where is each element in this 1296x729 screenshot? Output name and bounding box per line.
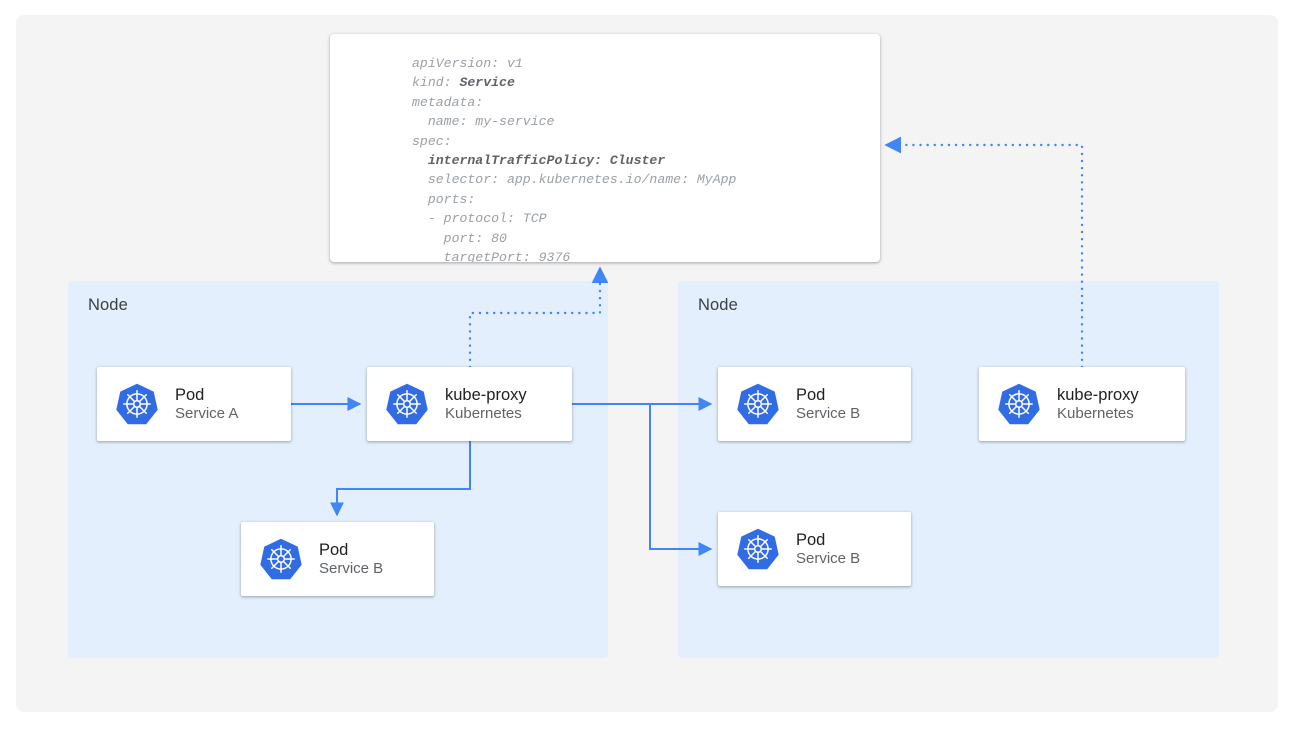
card-pod-service-a[interactable]: Pod Service A bbox=[97, 367, 291, 441]
card-subtitle: Kubernetes bbox=[1057, 404, 1134, 422]
yaml-line-internaltrafficpolicy: internalTrafficPolicy: Cluster bbox=[427, 153, 666, 169]
node-label-right: Node bbox=[698, 296, 738, 314]
node-panel-right: Node bbox=[678, 281, 1219, 658]
node-panel-left: Node bbox=[68, 281, 608, 658]
service-manifest-code: apiVersion: v1 kind: Service metadata: n… bbox=[412, 54, 736, 262]
card-pod-service-b-remote-top[interactable]: Pod Service B bbox=[718, 367, 911, 441]
kubernetes-logo-icon bbox=[385, 382, 429, 426]
kubernetes-logo-icon bbox=[115, 382, 159, 426]
card-text-group: Pod Service A bbox=[175, 385, 238, 423]
yaml-line-metadata: metadata: bbox=[412, 94, 484, 110]
card-kube-proxy-left[interactable]: kube-proxy Kubernetes bbox=[367, 367, 572, 441]
card-title: Pod bbox=[796, 385, 826, 404]
yaml-line-protocol: - protocol: TCP bbox=[412, 211, 547, 227]
yaml-line-targetport: targetPort: 9376 bbox=[412, 250, 571, 262]
kubernetes-logo-icon bbox=[736, 527, 780, 571]
kubernetes-logo-icon bbox=[997, 382, 1041, 426]
card-title: Pod bbox=[319, 540, 349, 559]
kubernetes-logo-icon bbox=[259, 537, 303, 581]
yaml-line-port: port: 80 bbox=[412, 230, 507, 246]
card-title: kube-proxy bbox=[1057, 385, 1139, 404]
card-title: Pod bbox=[175, 385, 205, 404]
yaml-line-name: name: my-service bbox=[412, 114, 555, 130]
yaml-line-ports: ports: bbox=[412, 191, 476, 207]
card-text-group: Pod Service B bbox=[796, 530, 860, 568]
card-kube-proxy-right[interactable]: kube-proxy Kubernetes bbox=[979, 367, 1185, 441]
card-pod-service-b-remote-bottom[interactable]: Pod Service B bbox=[718, 512, 911, 586]
card-subtitle: Service A bbox=[175, 404, 239, 422]
card-subtitle: Kubernetes bbox=[445, 404, 522, 422]
card-subtitle: Service B bbox=[319, 559, 384, 577]
node-label-left: Node bbox=[88, 296, 128, 314]
card-text-group: kube-proxy Kubernetes bbox=[1057, 385, 1139, 423]
card-subtitle: Service B bbox=[796, 549, 861, 567]
card-pod-service-b-local[interactable]: Pod Service B bbox=[241, 522, 434, 596]
card-subtitle: Service B bbox=[796, 404, 861, 422]
card-title: kube-proxy bbox=[445, 385, 527, 404]
card-text-group: Pod Service B bbox=[796, 385, 860, 423]
yaml-line-apiversion: apiVersion: v1 bbox=[412, 56, 523, 71]
yaml-line-selector: selector: app.kubernetes.io/name: MyApp bbox=[412, 172, 737, 188]
card-title: Pod bbox=[796, 530, 826, 549]
yaml-line-spec: spec: bbox=[412, 133, 452, 149]
card-text-group: Pod Service B bbox=[319, 540, 383, 578]
kubernetes-logo-icon bbox=[736, 382, 780, 426]
yaml-line-kind: kind: Service bbox=[412, 75, 515, 91]
card-text-group: kube-proxy Kubernetes bbox=[445, 385, 527, 423]
service-manifest-card: apiVersion: v1 kind: Service metadata: n… bbox=[330, 34, 880, 262]
